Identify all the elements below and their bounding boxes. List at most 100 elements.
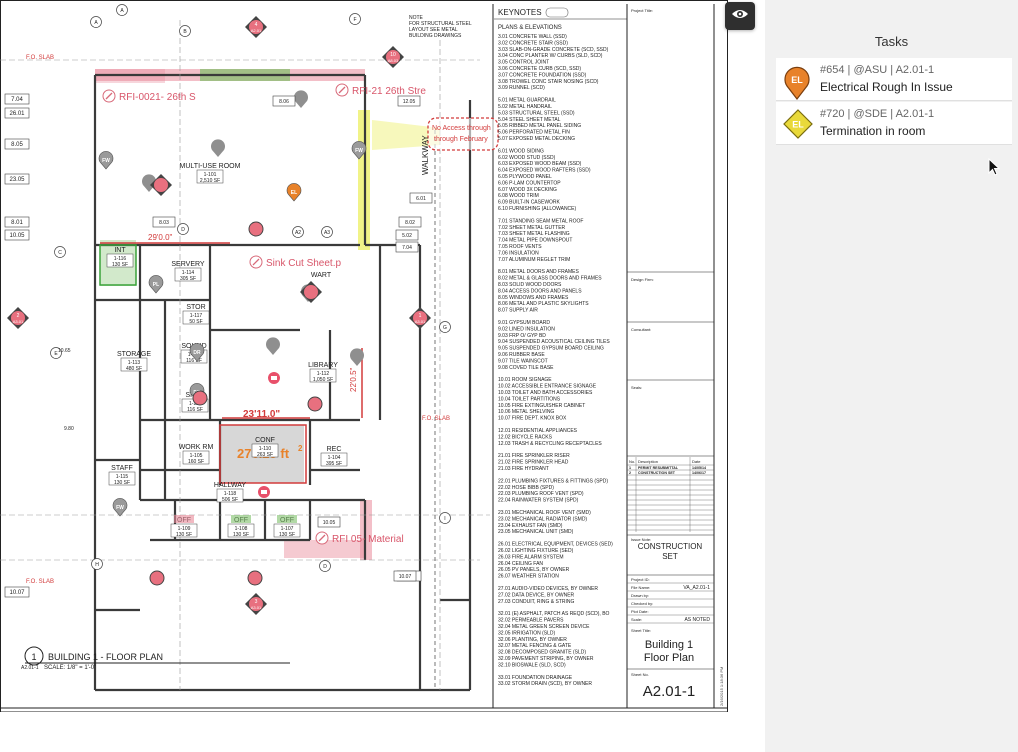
keynote-tag: 10.07	[9, 590, 25, 596]
room-number: 1-101	[204, 172, 217, 178]
grid-bubble	[177, 223, 189, 235]
keynote-line: 26.02 LIGHTING FIXTURE (SED)	[498, 548, 574, 554]
paperclip-icon	[318, 534, 326, 542]
room-name: INT	[114, 247, 126, 254]
room-name: STOR	[186, 304, 205, 311]
room-number: 1-114	[182, 270, 195, 276]
keynote-line: 26.04 CEILING FAN	[498, 561, 543, 567]
keynote-line: 23.02 MECHANICAL RADIATOR (SMD)	[498, 516, 587, 522]
no-access-cloud	[427, 117, 499, 151]
keynote-line: 32.09 PAVEMENT STRIPING, BY OWNER	[498, 656, 594, 662]
walkway-label: WALKWAY	[421, 135, 430, 175]
grid-bubble-label: C	[58, 250, 62, 256]
room-area: 130 SF	[176, 532, 192, 538]
keynote-tag: 10.05	[323, 520, 336, 526]
room-number-box	[309, 368, 337, 383]
keynote-line: 7.07 ALUMINUM REGLET TRIM	[498, 257, 570, 263]
markup-label: RFI-0021- 26th S	[119, 92, 196, 103]
pin-icon	[148, 275, 164, 294]
tb-field-value: AS NOTED	[684, 617, 710, 623]
pin-marker: DR	[189, 343, 205, 362]
room-highlight	[277, 515, 297, 523]
tb-issue-note: SET	[662, 552, 678, 561]
room-number: 1-108	[235, 526, 248, 532]
tb-issue-note: CONSTRUCTION	[638, 542, 703, 551]
room-number: 1-112	[317, 371, 330, 377]
section-marker-number: 1	[419, 313, 422, 319]
keynote-line: 7.05 ROOF VENTS	[498, 244, 542, 250]
tb-sheet-no-label: Sheet No.	[631, 672, 649, 677]
room-number: 1-109	[178, 526, 191, 532]
pin-icon	[98, 151, 114, 170]
tb-field-label: Scale:	[631, 617, 642, 622]
keynote-line: 9.03 FRP O/ GYP BD	[498, 333, 546, 339]
keynote-line: 7.02 SHEET METAL GUTTER	[498, 225, 566, 231]
room-name: CONF	[255, 437, 275, 444]
keynote-line: 8.05 WINDOWS AND FRAMES	[498, 295, 569, 301]
section-marker-circle	[249, 597, 263, 611]
eye-icon	[731, 7, 749, 26]
grid-bubble-label: H	[95, 562, 99, 568]
keynote-line: 6.10 FURNISHING (ALLOWANCE)	[498, 206, 576, 212]
keynotes-subtitle: PLANS & ELEVATIONS	[498, 25, 562, 31]
keynote-line: 21.02 FIRE SPRINKLER HEAD	[498, 460, 569, 466]
keynote-line: 10.04 TOILET PARTITIONS	[498, 396, 561, 402]
grid-bubble-label: A	[94, 20, 98, 26]
grid-bubble-label: G	[443, 325, 447, 331]
keynote-line: 27.03 CONDUIT, RING & STRING	[498, 599, 575, 605]
keynote-line: 9.05 SUSPENDED GYPSUM BOARD CEILING	[498, 346, 604, 352]
plan-title: BUILDING 1 - FLOOR PLAN	[48, 652, 163, 662]
room-area: 50 SF	[189, 319, 202, 325]
grid-bubble	[321, 226, 333, 238]
electrical-diamond-icon: EL	[782, 108, 814, 145]
keynote-line: 10.01 ROOM SIGNAGE	[498, 377, 552, 383]
tb-field-label: Plot Date:	[631, 609, 649, 614]
grid-bubble	[349, 13, 361, 25]
section-marker-circle	[386, 50, 400, 64]
section-marker: 3A3.01	[245, 593, 267, 615]
section-marker	[300, 281, 322, 303]
keynote-line: 26.05 PV PANELS, BY OWNER	[498, 567, 570, 573]
keynote-tag-box	[317, 516, 341, 528]
task-item[interactable]: EL #720 | @SDE | A2.01-1 Termination in …	[776, 102, 1012, 145]
room-area: 263 SF	[257, 452, 273, 458]
keynote-line: 3.09 RUNNEL (SCD)	[498, 85, 545, 91]
keynote-line: 22.02 HOSE BIBB (SPD)	[498, 485, 554, 491]
section-marker-sheet: A3.01	[415, 319, 426, 324]
keynote-line: 7.04 METAL PIPE DOWNSPOUT	[498, 238, 572, 244]
keynotes-title: KEYNOTES	[498, 8, 542, 17]
rfi-21-markup: RFI-21 26th Stre	[335, 83, 426, 97]
room-tag: WART	[311, 272, 332, 279]
room-area: 116 SF	[186, 358, 202, 364]
section-marker-circle	[304, 285, 318, 299]
grid-bubble	[91, 558, 103, 570]
structural-note: FOR STRUCTURAL STEEL	[409, 21, 472, 27]
tb-design-firm: Design Firm:	[631, 277, 654, 282]
grid-bubble-label: A3	[324, 230, 330, 236]
keynote-line: 8.06 METAL AND PLASTIC SKYLIGHTS	[498, 301, 589, 307]
keynote-line: 8.01 METAL DOORS AND FRAMES	[498, 269, 580, 275]
markup-label: RFI-21 26th Stre	[352, 86, 426, 97]
dimension-label: 22'0.5"	[349, 367, 358, 392]
tb-rev-header: No.	[629, 459, 635, 464]
keynote-tag-box	[398, 216, 422, 228]
toggle-markups-button[interactable]	[725, 2, 755, 30]
grid-bubble-label: F	[353, 17, 356, 23]
keynote-line: 32.08 DECOMPOSED GRANITE (SLD)	[498, 650, 586, 656]
tasks-panel: Tasks EL #654 | @ASU | A2.01-1 Electrica…	[765, 0, 1018, 752]
markup-label: RFI 05- Material	[332, 534, 404, 545]
keynote-line: 10.06 METAL SHELVING	[498, 409, 554, 415]
keynote-line: 9.02 LINED INSULATION	[498, 326, 555, 332]
pin-label: FW	[102, 158, 110, 164]
pin-marker: FW	[112, 498, 128, 517]
keynote-line: 3.05 CONTROL JOINT	[498, 60, 549, 66]
room-name: STORAGE	[117, 351, 151, 358]
task-item[interactable]: EL #654 | @ASU | A2.01-1 Electrical Roug…	[776, 58, 1012, 101]
task-meta: #720 | @SDE | A2.01-1	[820, 108, 935, 120]
keynote-line: 3.07 CONCRETE FOUNDATION (SSD)	[498, 72, 587, 78]
pin-marker: FW	[98, 151, 114, 170]
